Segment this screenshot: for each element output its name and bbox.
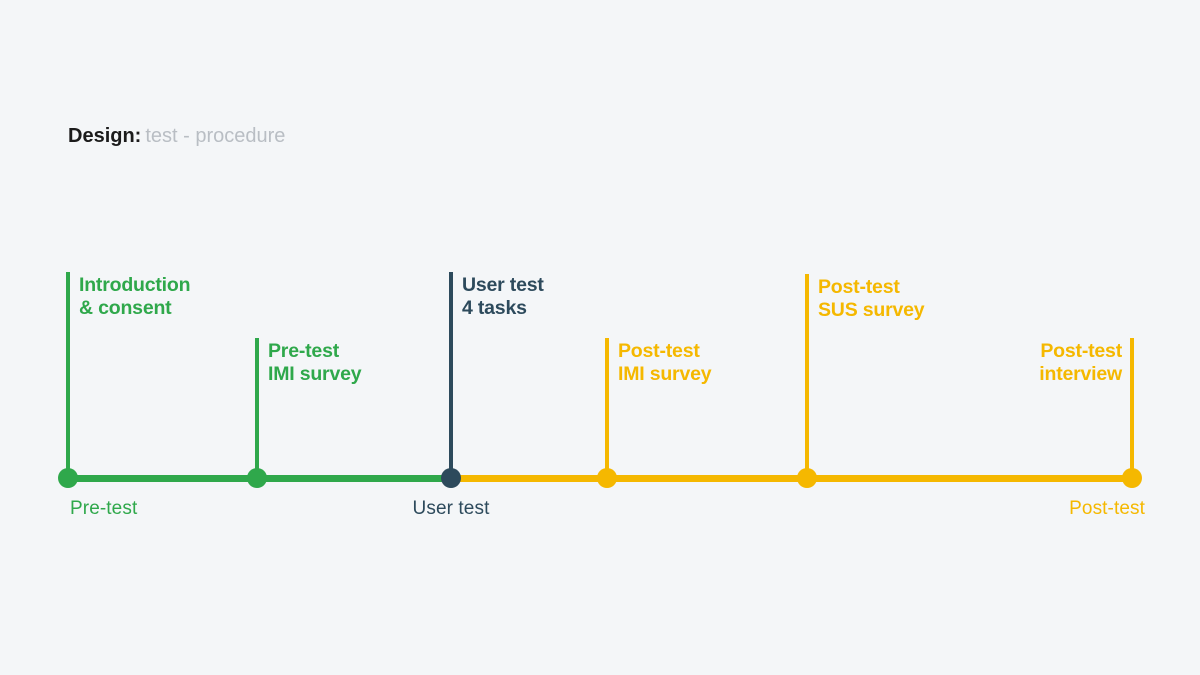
milestone-dot-introduction-consent[interactable] — [58, 468, 78, 488]
milestone-label-post-test-imi-survey: Post-test IMI survey — [618, 340, 712, 385]
milestone-dot-post-test-imi-survey[interactable] — [597, 468, 617, 488]
milestone-dot-pre-test-imi-survey[interactable] — [247, 468, 267, 488]
milestone-label-post-test-sus-survey: Post-test SUS survey — [818, 276, 925, 321]
milestone-label-introduction-consent: Introduction & consent — [79, 274, 191, 319]
milestone-stem-introduction-consent — [66, 272, 70, 478]
milestone-stem-pre-test-imi-survey — [255, 338, 259, 478]
milestone-stem-user-test-4-tasks — [449, 272, 453, 478]
page-title-rest: test - procedure — [145, 125, 286, 147]
phase-label-post-test: Post-test — [1069, 498, 1145, 519]
milestone-stem-post-test-interview — [1130, 338, 1134, 478]
phase-label-user-test: User test — [412, 498, 490, 519]
phase-label-pre-test: Pre-test — [70, 498, 138, 519]
milestone-stem-post-test-sus-survey — [805, 274, 809, 478]
milestone-label-user-test-4-tasks: User test 4 tasks — [462, 274, 544, 319]
milestone-label-post-test-interview: Post-test interview — [1039, 340, 1122, 385]
axis-segment-post-test-segment — [451, 474, 1132, 482]
milestone-dot-post-test-interview[interactable] — [1122, 468, 1142, 488]
milestone-dot-post-test-sus-survey[interactable] — [797, 468, 817, 488]
milestone-dot-user-test-4-tasks[interactable] — [441, 468, 461, 488]
page-title-strong: Design: — [68, 125, 142, 147]
milestone-label-pre-test-imi-survey: Pre-test IMI survey — [268, 340, 362, 385]
milestone-stem-post-test-imi-survey — [605, 338, 609, 478]
page-title: Design:test - procedure — [68, 124, 285, 148]
